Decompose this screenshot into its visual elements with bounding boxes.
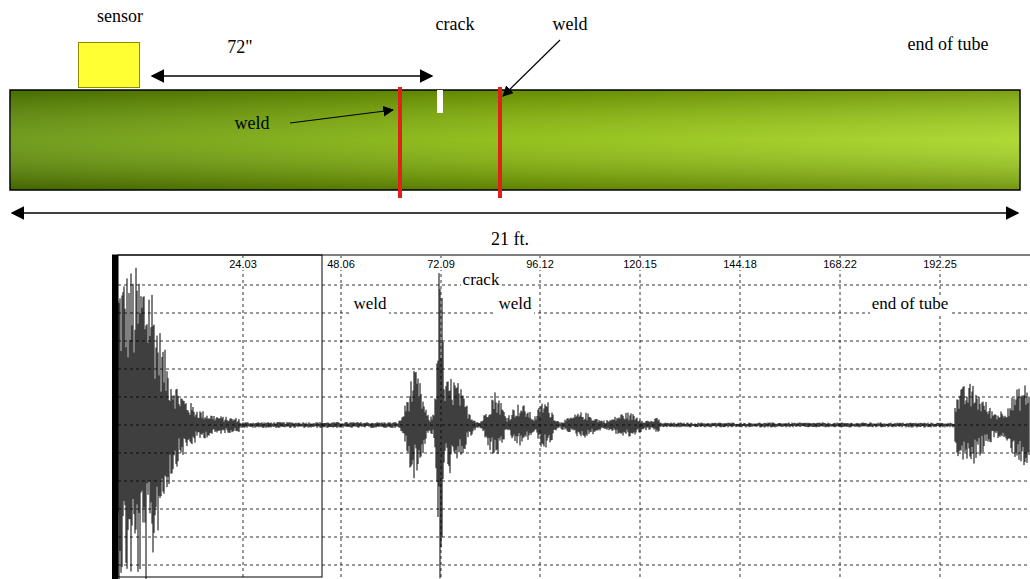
axis-number: 48.06 (326, 258, 356, 270)
sensor-box: sensor (78, 42, 140, 88)
grid-line (640, 256, 641, 579)
grid-line (341, 256, 342, 579)
dimension-label: 72" (227, 38, 252, 58)
crack-mark (437, 90, 443, 113)
leader-line (503, 40, 560, 96)
axis-number: 120.15 (622, 258, 658, 270)
axis-number: 24.03 (228, 258, 258, 270)
axis-number: 192.25 (922, 258, 958, 270)
peak-label: end of tube (870, 295, 950, 314)
tube (10, 90, 1020, 190)
peak-label: crack (461, 271, 502, 290)
grid-line (118, 397, 1030, 398)
callout-label: weld (553, 15, 588, 35)
weld-line (498, 87, 502, 198)
chart-edge (112, 255, 118, 579)
grid-line (118, 537, 1030, 538)
grid-line (243, 256, 244, 579)
axis-number: 72.09 (426, 258, 456, 270)
grid-line (118, 285, 1030, 286)
dimension-label: 21 ft. (491, 230, 529, 250)
weld-line (398, 87, 402, 198)
dimension-arrow (12, 212, 1018, 214)
peak-label: weld (351, 295, 388, 314)
axis-number: 144.18 (722, 258, 758, 270)
grid-line (840, 256, 841, 579)
node-label: sensor (97, 7, 143, 27)
callout-label: end of tube (908, 35, 989, 55)
grid-line (118, 369, 1030, 370)
leader-line (290, 110, 393, 123)
callout-label: crack (436, 15, 475, 35)
grid-line (118, 341, 1030, 342)
grid-line (118, 509, 1030, 510)
axis-number: 96.12 (525, 258, 555, 270)
grid-line (740, 256, 741, 579)
waveform-chart (112, 255, 1030, 579)
grid-line (118, 481, 1030, 482)
grid-line (118, 565, 1030, 566)
peak-label: weld (496, 295, 533, 314)
callout-label: weld (235, 114, 270, 134)
grid-line (118, 453, 1030, 454)
tube-shade (10, 90, 1020, 190)
axis-number: 168.22 (822, 258, 858, 270)
dimension-arrow (152, 75, 432, 77)
waveform (118, 268, 1029, 579)
